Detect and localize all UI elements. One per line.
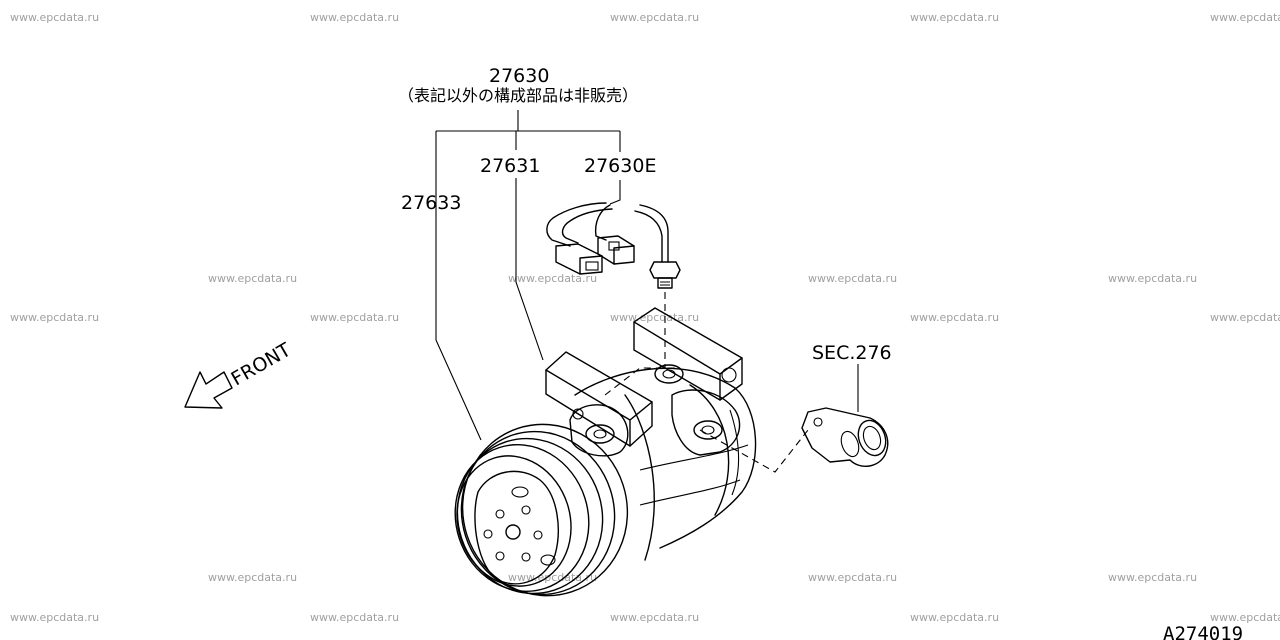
section-reference-label: SEC.276 <box>812 342 892 364</box>
watermark-text: www.epcdata.ru <box>10 611 99 624</box>
watermark-layer: www.epcdata.ru www.epcdata.ru www.epcdata.… <box>10 11 1280 624</box>
watermark-text: www.epcdata.ru <box>310 611 399 624</box>
assembly-note-label: （表記以外の構成部品は非販売） <box>398 86 638 105</box>
compressor-body <box>545 307 757 561</box>
watermark-text: www.epcdata.ru <box>1210 311 1280 324</box>
watermark-text: www.epcdata.ru <box>910 311 999 324</box>
watermark-text: www.epcdata.ru <box>310 311 399 324</box>
watermark-text: www.epcdata.ru <box>208 571 297 584</box>
watermark-text: www.epcdata.ru <box>910 11 999 24</box>
watermark-text: www.epcdata.ru <box>508 272 597 285</box>
clutch-pulley <box>454 423 629 597</box>
watermark-text: www.epcdata.ru <box>610 11 699 24</box>
leader-lines <box>435 110 859 441</box>
watermark-text: www.epcdata.ru <box>10 311 99 324</box>
clutch-number-label: 27633 <box>401 192 461 214</box>
watermark-text: www.epcdata.ru <box>808 571 897 584</box>
watermark-text: www.epcdata.ru <box>610 311 699 324</box>
watermark-text: www.epcdata.ru <box>208 272 297 285</box>
watermark-text: www.epcdata.ru <box>1108 272 1197 285</box>
assembly-number-label: 27630 <box>489 65 549 87</box>
switch-number-label: 27630E <box>584 155 656 177</box>
figure-code: A274019 <box>1163 623 1243 640</box>
front-direction-arrow: FRONT <box>184 339 296 409</box>
installation-lines <box>604 292 809 473</box>
pressure-switch-harness <box>546 202 681 289</box>
hose-fitting-sec-276 <box>801 407 889 467</box>
watermark-text: www.epcdata.ru <box>1210 611 1280 624</box>
watermark-text: www.epcdata.ru <box>310 11 399 24</box>
watermark-text: www.epcdata.ru <box>10 11 99 24</box>
watermark-text: www.epcdata.ru <box>1108 571 1197 584</box>
bracket-number-label: 27631 <box>480 155 540 177</box>
watermark-text: www.epcdata.ru <box>808 272 897 285</box>
front-direction-indicator: FRONT <box>228 339 296 391</box>
watermark-text: www.epcdata.ru <box>1210 11 1280 24</box>
watermark-text: www.epcdata.ru <box>610 611 699 624</box>
watermark-text: www.epcdata.ru <box>910 611 999 624</box>
front-label: FRONT <box>228 339 296 391</box>
